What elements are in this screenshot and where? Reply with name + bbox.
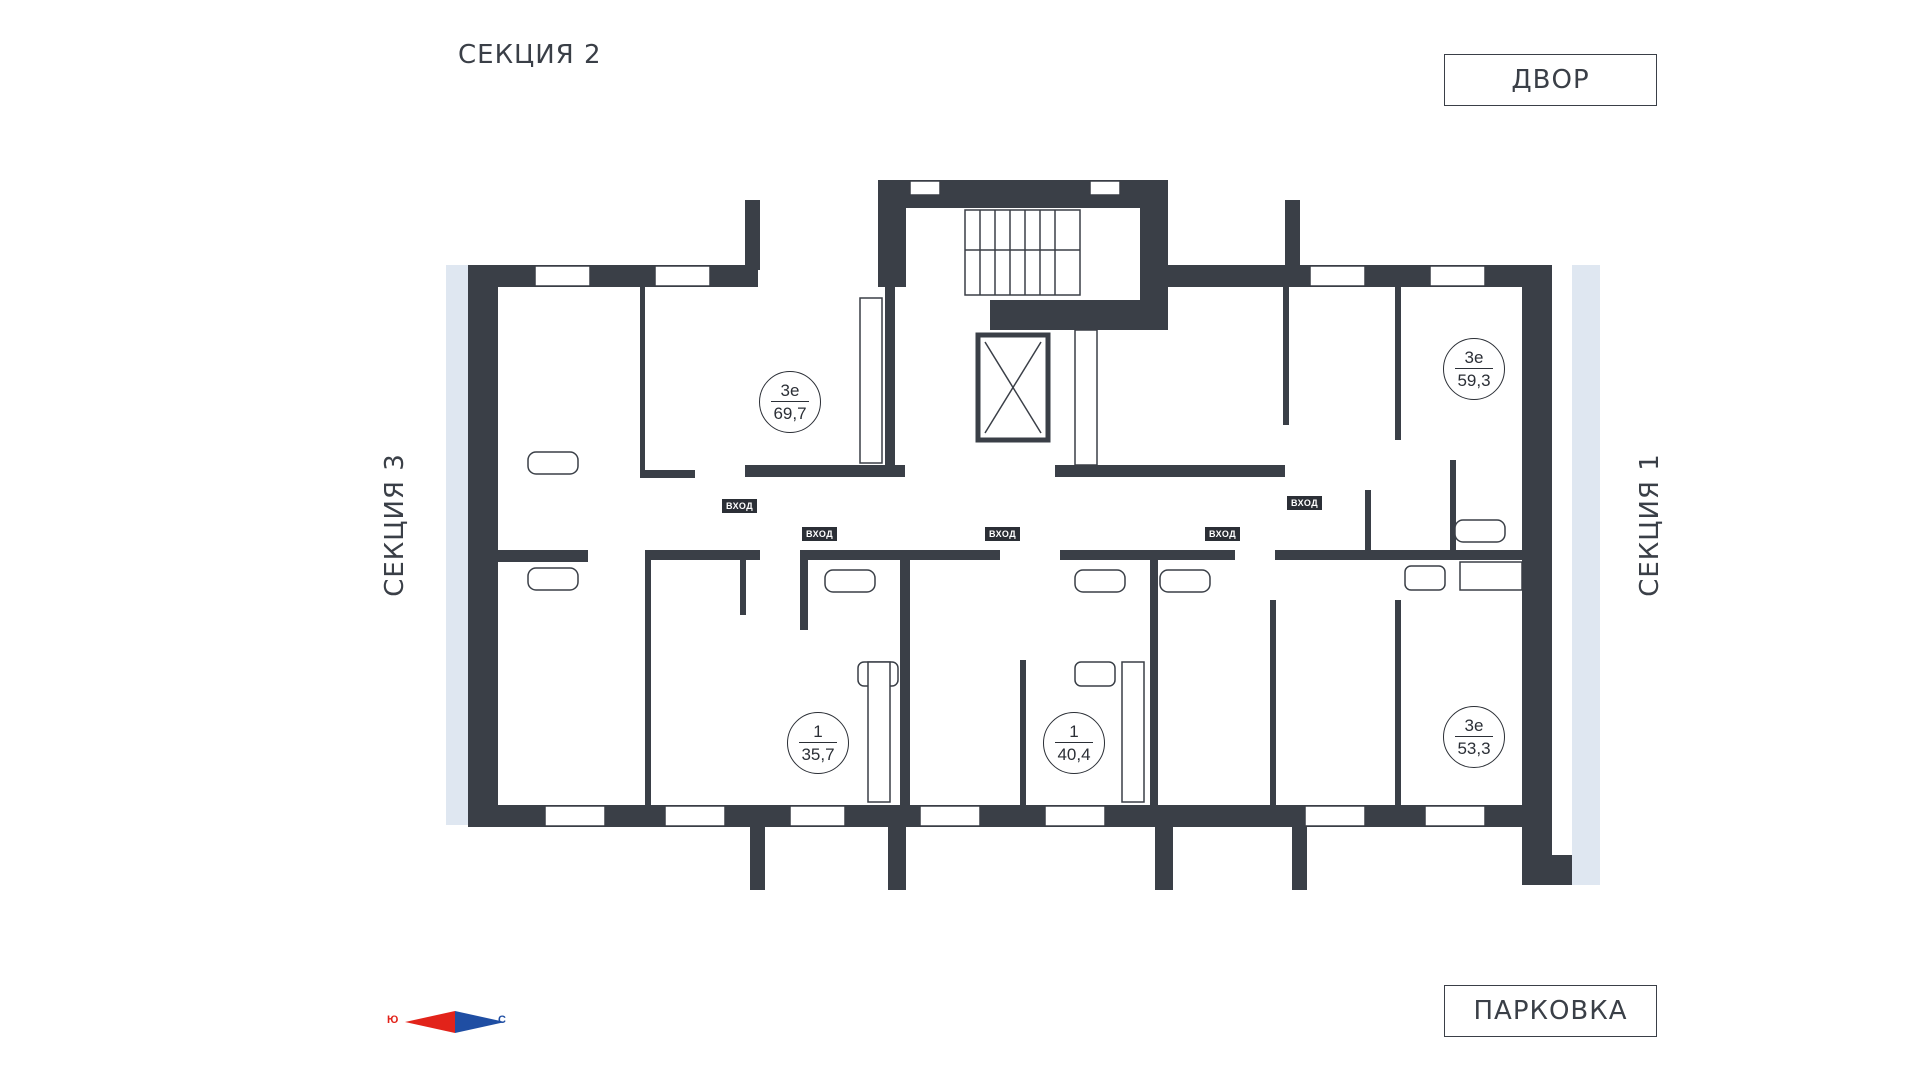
apartment-type: 1 bbox=[813, 722, 823, 741]
apartment-area: 59,3 bbox=[1455, 368, 1493, 389]
elevator bbox=[975, 332, 1051, 443]
entry-label: ВХОД bbox=[1287, 496, 1323, 510]
entry-label: ВХОД bbox=[1205, 527, 1241, 541]
apartment-badge[interactable]: 3е 59,3 bbox=[1443, 338, 1505, 400]
apartment-type: 3е bbox=[1464, 716, 1484, 735]
kitchen-units bbox=[859, 297, 1523, 803]
parking-label: ПАРКОВКА bbox=[1444, 985, 1657, 1037]
apartment-badge[interactable]: 1 40,4 bbox=[1043, 712, 1105, 774]
apartment-area: 69,7 bbox=[771, 401, 809, 422]
window-strip-right bbox=[1572, 265, 1600, 885]
apartment-type: 1 bbox=[1069, 722, 1079, 741]
apartment-area: 53,3 bbox=[1455, 736, 1493, 757]
compass-south-label: Ю bbox=[387, 1014, 399, 1026]
entry-label: ВХОД bbox=[722, 499, 758, 513]
compass-arrow bbox=[405, 1011, 505, 1033]
apartment-type: 3е bbox=[780, 381, 800, 400]
compass-north-label: С bbox=[498, 1014, 506, 1026]
stairwell bbox=[964, 209, 1081, 296]
entry-label: ВХОД bbox=[802, 527, 838, 541]
apartment-area: 40,4 bbox=[1055, 742, 1093, 763]
yard-label: ДВОР bbox=[1444, 54, 1657, 106]
apartment-badge[interactable]: 1 35,7 bbox=[787, 712, 849, 774]
apartment-badge[interactable]: 3е 53,3 bbox=[1443, 706, 1505, 768]
section-2-label: СЕКЦИЯ 2 bbox=[458, 40, 602, 70]
bath-fixtures bbox=[527, 451, 1506, 687]
windows bbox=[534, 180, 1486, 827]
apartment-type: 3е bbox=[1464, 348, 1484, 367]
apartment-badge[interactable]: 3е 69,7 bbox=[759, 371, 821, 433]
window-strip-left bbox=[446, 265, 468, 825]
entry-label: ВХОД bbox=[985, 527, 1021, 541]
apartment-area: 35,7 bbox=[799, 742, 837, 763]
